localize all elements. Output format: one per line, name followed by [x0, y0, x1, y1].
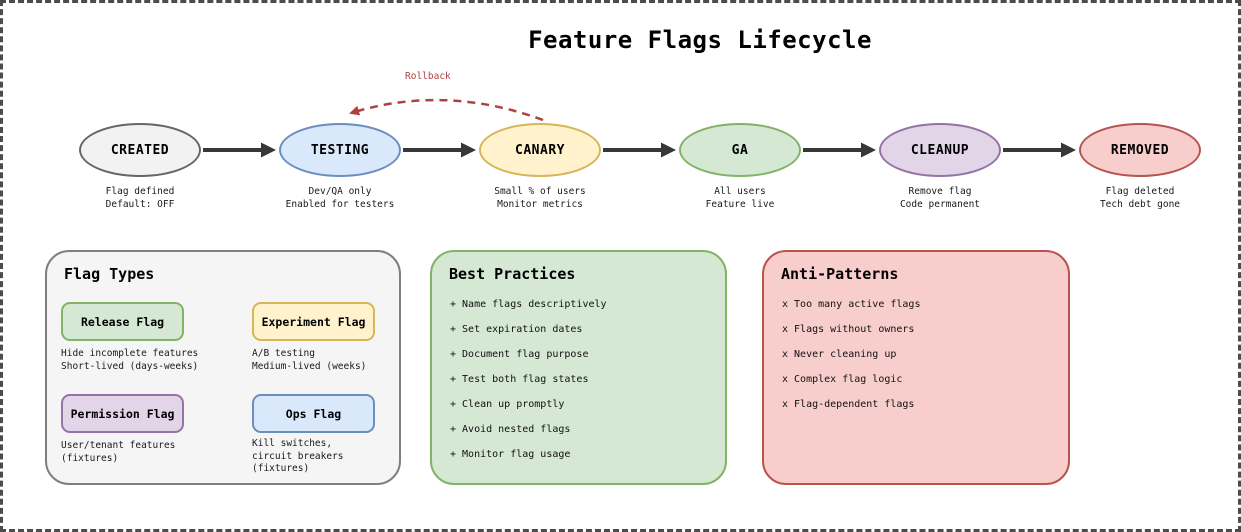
stage-desc-canary: Small % of users Monitor metrics: [494, 186, 586, 210]
panel-flag-types: Flag Types Release Flag Hide incomplete …: [45, 250, 401, 485]
panel-anti-patterns: Anti-Patterns x Too many active flags x …: [762, 250, 1070, 485]
anti-pattern-item: x Flags without owners: [782, 324, 915, 335]
flag-card-permission: Permission Flag: [61, 394, 184, 433]
flag-card-permission-label: Permission Flag: [70, 406, 175, 421]
best-practice-item: + Test both flag states: [450, 374, 589, 385]
stage-label-canary: CANARY: [515, 142, 565, 158]
stage-ellipse-cleanup: CLEANUP: [879, 123, 1001, 177]
stage-desc-created: Flag defined Default: OFF: [105, 186, 175, 210]
stage-ellipse-canary: CANARY: [479, 123, 601, 177]
anti-pattern-item: x Complex flag logic: [782, 374, 903, 385]
flag-types-title: Flag Types: [64, 265, 155, 283]
flag-card-experiment-desc: A/B testing Medium-lived (weeks): [252, 348, 367, 372]
best-practices-list: + Name flags descriptively + Set expirat…: [450, 298, 715, 461]
rollback-arrow: [349, 98, 544, 122]
anti-pattern-item: x Flag-dependent flags: [782, 399, 915, 410]
best-practices-title: Best Practices: [449, 265, 576, 283]
rollback-label: Rollback: [405, 71, 451, 82]
panel-best-practices: Best Practices + Name flags descriptivel…: [430, 250, 727, 485]
flag-card-ops-label: Ops Flag: [285, 406, 342, 421]
flag-card-permission-desc: User/tenant features (fixtures): [61, 440, 176, 464]
stage-ellipse-removed: REMOVED: [1079, 123, 1201, 177]
flag-card-ops: Ops Flag: [252, 394, 375, 433]
best-practice-item: + Avoid nested flags: [450, 424, 571, 435]
best-practice-item: + Monitor flag usage: [450, 449, 571, 460]
flag-card-experiment: Experiment Flag: [252, 302, 375, 341]
stage-desc-ga: All users Feature live: [705, 186, 775, 210]
stage-label-cleanup: CLEANUP: [910, 142, 970, 158]
best-practice-item: + Set expiration dates: [450, 324, 583, 335]
best-practice-item: + Name flags descriptively: [450, 299, 607, 310]
flag-card-release-label: Release Flag: [80, 314, 165, 329]
anti-pattern-item: x Never cleaning up: [782, 349, 897, 360]
anti-pattern-item: x Too many active flags: [782, 299, 921, 310]
flag-card-release: Release Flag: [61, 302, 184, 341]
anti-patterns-list: x Too many active flags x Flags without …: [782, 298, 1058, 411]
stage-label-created: CREATED: [110, 142, 170, 158]
stage-label-ga: GA: [731, 142, 749, 158]
stage-label-removed: REMOVED: [1110, 142, 1170, 158]
best-practice-item: + Clean up promptly: [450, 399, 565, 410]
stage-desc-removed: Flag deleted Tech debt gone: [1099, 186, 1181, 210]
stage-label-testing: TESTING: [310, 142, 370, 158]
flag-card-ops-desc: Kill switches, circuit breakers (fixture…: [252, 438, 344, 475]
stage-desc-cleanup: Remove flag Code permanent: [899, 186, 981, 210]
stage-ellipse-created: CREATED: [79, 123, 201, 177]
stage-desc-testing: Dev/QA only Enabled for testers: [285, 186, 395, 210]
flag-card-release-desc: Hide incomplete features Short-lived (da…: [61, 348, 199, 372]
flag-card-experiment-label: Experiment Flag: [261, 314, 366, 329]
best-practice-item: + Document flag purpose: [450, 349, 589, 360]
stage-ellipse-ga: GA: [679, 123, 801, 177]
diagram-title: Feature Flags Lifecycle: [528, 26, 872, 54]
anti-patterns-title: Anti-Patterns: [781, 265, 899, 283]
stage-ellipse-testing: TESTING: [279, 123, 401, 177]
